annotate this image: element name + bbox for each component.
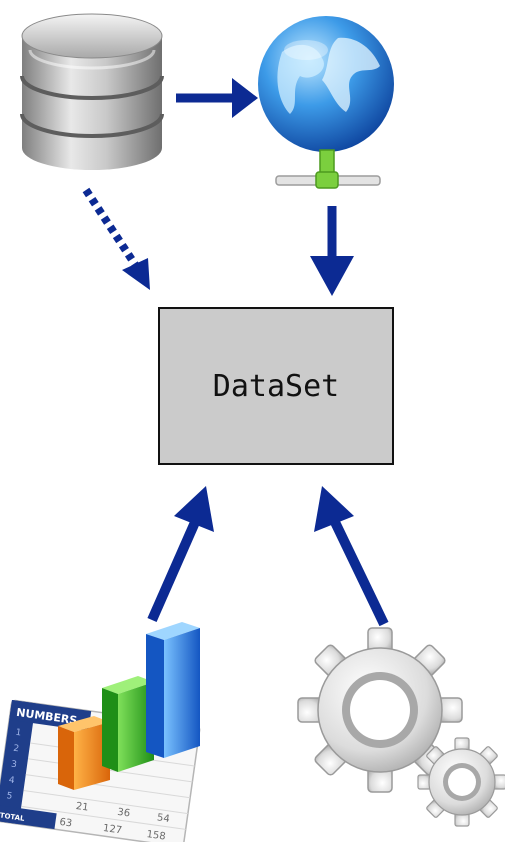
arrow-database-to-web (176, 78, 258, 118)
row-number: 2 (13, 744, 20, 755)
cell-value: 36 (117, 807, 131, 820)
row-number: 1 (15, 728, 22, 739)
bar-orange (58, 716, 110, 790)
dataset-label: DataSet (212, 368, 340, 404)
total-label: TOTAL (0, 811, 26, 822)
arrow-numbers-to-dataset (147, 486, 214, 623)
arrow-gears-to-dataset (314, 486, 389, 627)
arrow-web-to-dataset (310, 206, 354, 296)
bar-blue (146, 622, 200, 758)
numbers-spreadsheet-icon: NUMBERS 1 2 3 4 5 6 21 36 54 (0, 622, 201, 842)
row-number: 4 (8, 775, 15, 786)
dataset-box: DataSet (158, 307, 394, 465)
globe-network-icon (258, 16, 394, 189)
cell-value: 21 (75, 801, 89, 814)
total-value: 127 (102, 823, 122, 837)
row-number: 5 (6, 791, 13, 802)
arrow-database-to-dataset-dashed (82, 187, 150, 290)
total-value: 158 (146, 829, 166, 842)
gears-icon (297, 627, 505, 827)
database-icon (20, 13, 164, 170)
cell-value: 54 (156, 812, 170, 825)
bar-green (102, 676, 154, 772)
total-value: 63 (59, 817, 73, 830)
row-number: 3 (10, 760, 17, 771)
